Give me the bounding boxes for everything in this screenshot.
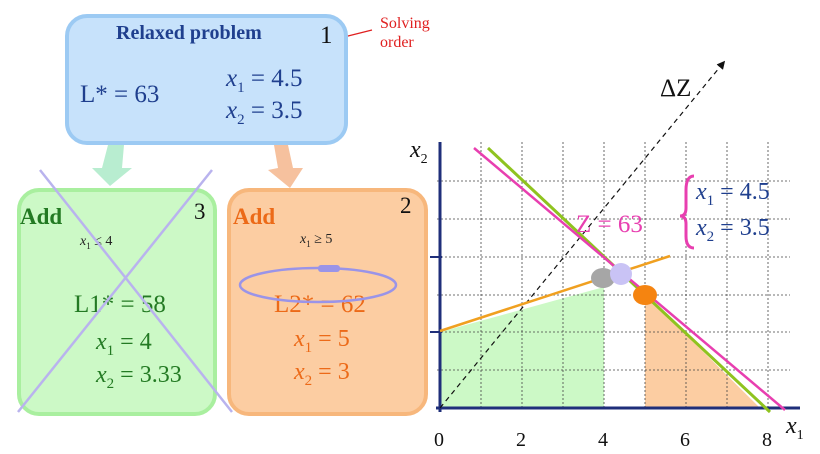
left-x1: x1 = 4 bbox=[96, 329, 152, 359]
relaxed-x1: x1 = 4.5 bbox=[226, 65, 303, 96]
x-tick-label: 4 bbox=[598, 429, 608, 451]
x2-axis-label: x2 bbox=[410, 137, 428, 167]
right-subproblem-heading: Add bbox=[233, 204, 276, 229]
plot-x1: x1 = 4.5 bbox=[696, 179, 770, 209]
x1-axis-label: x1 bbox=[786, 413, 804, 443]
branch-arrow-right bbox=[268, 145, 303, 188]
x-tick-label: 6 bbox=[680, 429, 690, 451]
relaxed-problem-node bbox=[65, 14, 348, 145]
x-tick-label: 0 bbox=[434, 429, 444, 451]
constraint-line bbox=[439, 254, 671, 333]
relaxed-x2: x2 = 3.5 bbox=[226, 97, 303, 128]
left-x2: x2 = 3.33 bbox=[96, 362, 182, 392]
left-objective: L1* = 58 bbox=[74, 291, 166, 318]
objective-direction-arrow bbox=[439, 60, 726, 409]
branch-arrow-left bbox=[92, 145, 132, 186]
relaxed-problem-title: Relaxed problem bbox=[116, 22, 262, 44]
left-branch-constraint: x1 ≤ 4 bbox=[80, 234, 113, 251]
delta-z-label: ΔZ bbox=[660, 75, 692, 102]
x-tick-label: 2 bbox=[516, 429, 526, 451]
right-objective: L2* = 62 bbox=[274, 291, 366, 318]
right-branch-constraint: x1 ≥ 5 bbox=[300, 232, 333, 249]
relaxed-order-number: 1 bbox=[320, 22, 333, 49]
left-subproblem-heading: Add bbox=[20, 204, 63, 229]
x-tick-label: 8 bbox=[762, 429, 772, 451]
left-solution-point bbox=[591, 268, 615, 288]
objective-value-label: Z = 63 bbox=[576, 211, 643, 238]
right-order-number: 2 bbox=[400, 193, 412, 218]
relaxed-objective: L* = 63 bbox=[80, 81, 160, 108]
right-x1: x1 = 5 bbox=[294, 326, 350, 356]
relaxed-solution-point bbox=[610, 263, 632, 285]
right-x2: x2 = 3 bbox=[294, 359, 350, 389]
plot-x2: x2 = 3.5 bbox=[696, 215, 770, 245]
right-solution-point bbox=[633, 285, 657, 305]
brace bbox=[679, 174, 695, 250]
left-order-number: 3 bbox=[194, 199, 206, 224]
